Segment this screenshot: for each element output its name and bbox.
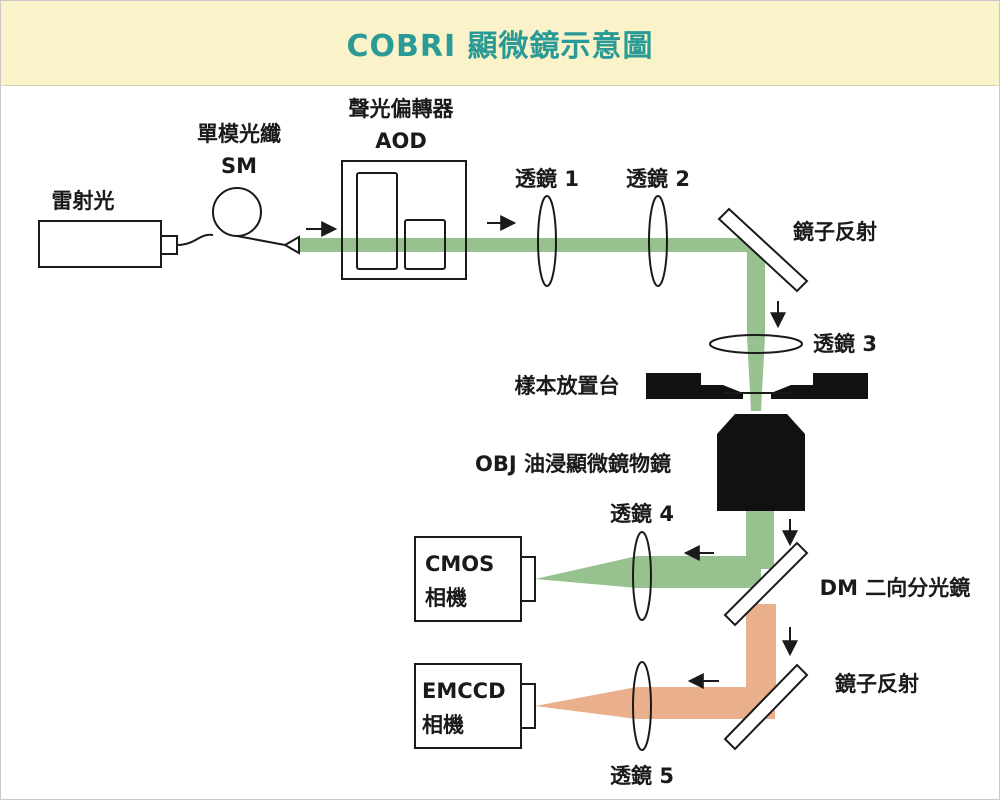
beam-to-lens4 (637, 556, 761, 588)
stage-label: 樣本放置台 (515, 374, 620, 398)
stage-left (646, 373, 743, 399)
beam-focus-cone (747, 337, 765, 411)
laser-connector (160, 235, 178, 255)
mirror-1 (717, 207, 809, 293)
fiber-label-line1: 單模光纖 (197, 122, 281, 146)
objective-label: OBJ 油浸顯微鏡物鏡 (475, 452, 671, 476)
lens-3 (709, 334, 803, 354)
mirror-1-label: 鏡子反射 (793, 220, 877, 244)
lens-5 (632, 661, 652, 751)
mirror-2 (723, 663, 809, 751)
objective-lens (717, 414, 805, 511)
sample-stage (646, 373, 868, 399)
lens-4 (632, 531, 652, 621)
beam-to-emccd (535, 687, 637, 719)
lens-4-label: 透鏡 4 (610, 502, 674, 526)
emccd-body (414, 663, 522, 749)
lens-2 (648, 195, 668, 287)
single-mode-fiber (176, 187, 300, 255)
cmos-camera (414, 536, 536, 622)
aod-transducer (404, 219, 446, 270)
emccd-label-line1: EMCCD (422, 679, 506, 703)
dm-label: DM 二向分光鏡 (820, 576, 971, 600)
beam-to-cmos (535, 556, 637, 588)
fiber-coil (212, 187, 262, 237)
acousto-optic-deflector (341, 160, 467, 280)
cmos-body (414, 536, 522, 622)
emccd-label-line2: 相機 (422, 713, 464, 737)
dichroic-mirror (723, 541, 809, 627)
mirror-2-label: 鏡子反射 (835, 672, 919, 696)
lens-1-label: 透鏡 1 (515, 167, 579, 191)
lens-3-label: 透鏡 3 (813, 332, 877, 356)
emccd-port (520, 683, 536, 729)
aod-label-line2: AOD (375, 129, 427, 153)
aod-outer-box (341, 160, 467, 280)
beam-vertical-upper (747, 245, 765, 337)
emccd-camera (414, 663, 536, 749)
aod-crystal (356, 172, 398, 270)
cmos-label-line2: 相機 (425, 586, 467, 610)
cmos-port (520, 556, 536, 602)
fiber-label-line2: SM (221, 154, 257, 178)
laser-label: 雷射光 (52, 189, 115, 213)
aod-label-line1: 聲光偏轉器 (349, 97, 455, 121)
green-beam (299, 238, 774, 588)
beam-horizontal-top (299, 238, 761, 252)
orange-beam (535, 604, 776, 719)
lens-2-label: 透鏡 2 (626, 167, 690, 191)
stage-right (771, 373, 868, 399)
fiber-tip (282, 235, 300, 255)
diagram-title: COBRI 顯微鏡示意圖 (346, 29, 654, 64)
lens-5-label: 透鏡 5 (610, 764, 674, 788)
title-bar: COBRI 顯微鏡示意圖 (1, 1, 999, 86)
laser-body (38, 220, 162, 268)
laser-source (38, 220, 178, 268)
lens-1 (537, 195, 557, 287)
cmos-label-line1: CMOS (425, 552, 494, 576)
